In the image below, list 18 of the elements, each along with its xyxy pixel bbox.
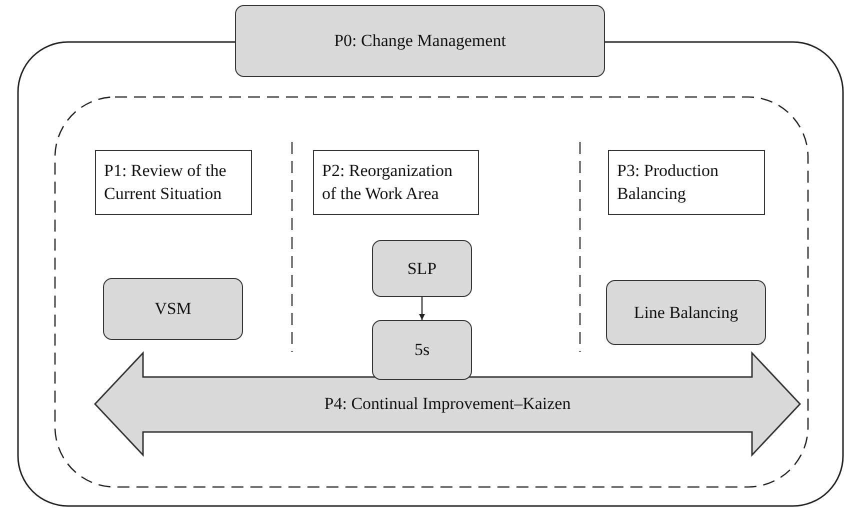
node-label: Line Balancing — [634, 302, 738, 322]
node-label: VSM — [154, 299, 192, 319]
process-box — [372, 240, 472, 297]
phase-title-box — [608, 150, 765, 215]
node-label: P4: Continual Improvement–Kaizen — [324, 394, 571, 414]
node-label: SLP — [407, 258, 437, 278]
node-label: P1: Review of the Current Situation — [104, 160, 228, 204]
process-box — [103, 278, 243, 340]
process-box — [372, 320, 472, 380]
process-box — [235, 5, 605, 77]
node-label: 5s — [414, 340, 430, 360]
arrow — [419, 297, 425, 320]
node-label: P3: Production Balancing — [617, 160, 720, 205]
node-label: P2: Reorganization of the Work Area — [322, 160, 454, 204]
phase-title-box — [95, 150, 252, 215]
process-box — [606, 280, 766, 345]
phase-title-box — [313, 150, 479, 215]
node-label: P0: Change Management — [334, 31, 506, 51]
